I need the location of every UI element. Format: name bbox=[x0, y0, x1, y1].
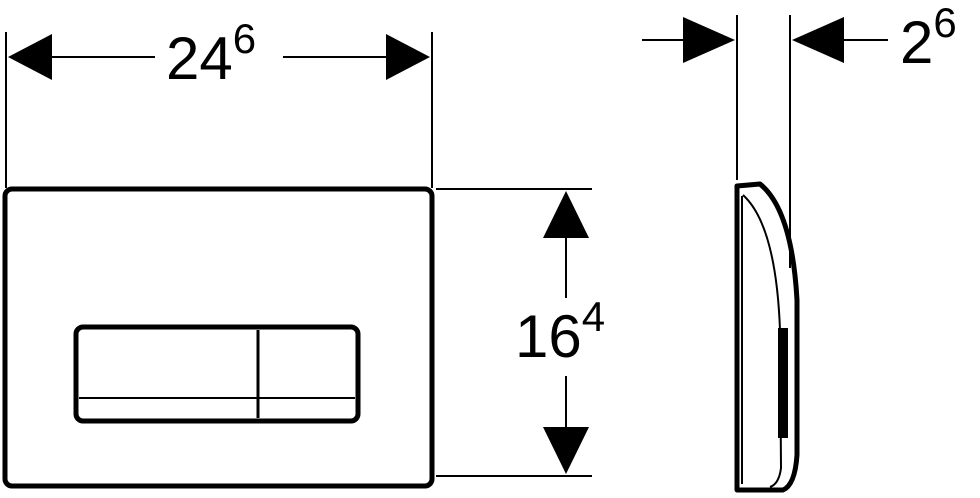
profile-outer bbox=[734, 181, 800, 493]
profile-button-edge bbox=[778, 328, 788, 438]
depth-superscript: 6 bbox=[933, 0, 956, 46]
height-value: 16 bbox=[515, 303, 582, 370]
front-view-plate bbox=[2, 186, 435, 489]
width-label: 246 bbox=[166, 15, 256, 92]
width-arrowhead-left bbox=[8, 34, 52, 80]
profile-inner-curve bbox=[742, 194, 783, 488]
height-superscript: 4 bbox=[582, 293, 605, 340]
height-label: 164 bbox=[515, 293, 605, 370]
height-arrowhead-top bbox=[543, 191, 589, 238]
depth-arrowhead-left bbox=[683, 17, 735, 63]
side-profile-view bbox=[734, 181, 800, 493]
depth-dimension: 26 bbox=[642, 0, 957, 268]
depth-arrowhead-right bbox=[792, 17, 844, 63]
button-frame bbox=[73, 324, 361, 424]
height-arrowhead-bottom bbox=[543, 427, 589, 474]
width-dimension: 246 bbox=[5, 15, 433, 188]
dual-flush-buttons bbox=[73, 324, 361, 424]
width-superscript: 6 bbox=[233, 15, 256, 62]
plate-outline bbox=[2, 186, 435, 489]
width-arrowhead-right bbox=[386, 34, 430, 80]
height-dimension: 164 bbox=[436, 188, 605, 477]
depth-label: 26 bbox=[900, 0, 957, 76]
width-value: 24 bbox=[166, 25, 233, 92]
depth-value: 2 bbox=[900, 9, 933, 76]
